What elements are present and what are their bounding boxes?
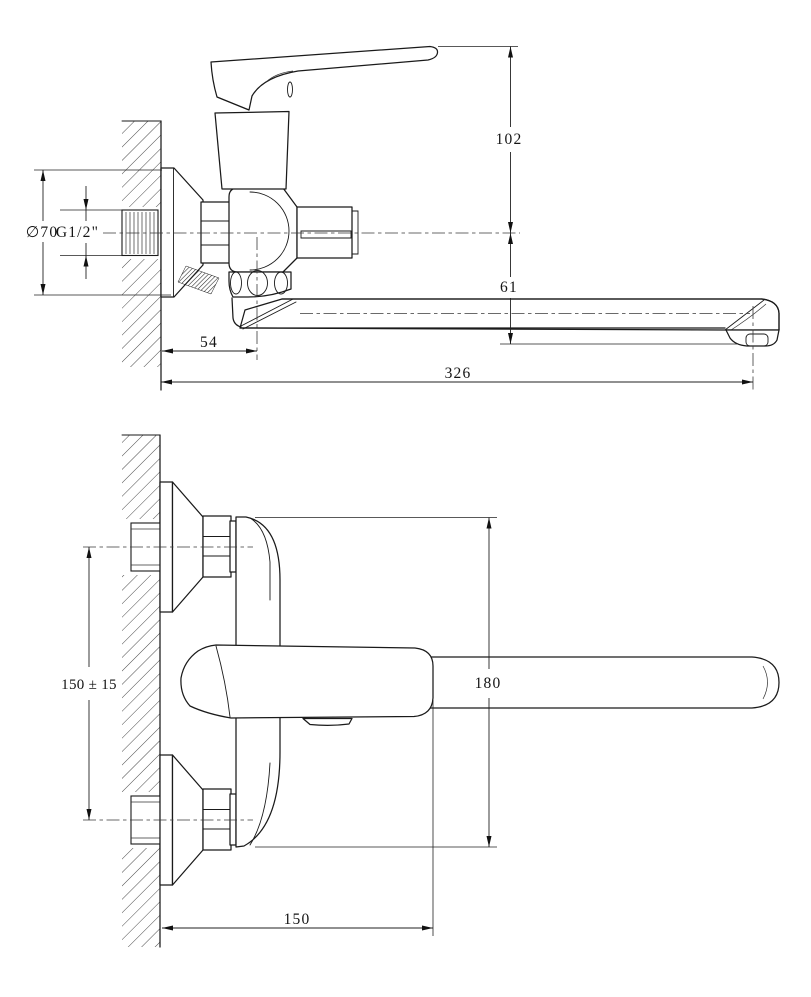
dim-wall-to-handle-150: 150 bbox=[162, 700, 434, 936]
side-view: 102 61 ∅70 G1/2 bbox=[26, 45, 780, 391]
dim-thread-g12: G1/2" bbox=[56, 186, 122, 279]
cartridge-side bbox=[296, 206, 359, 259]
wall-section-side bbox=[121, 120, 162, 391]
dim-wall-to-pivot-54: 54 bbox=[162, 334, 257, 354]
dim-label-61: 61 bbox=[500, 279, 518, 296]
spout-aerator bbox=[745, 333, 769, 347]
dim-handle-height-102: 102 bbox=[438, 46, 523, 233]
dim-label-150-15: 150 ± 15 bbox=[61, 677, 117, 693]
dim-mounting-centers-150-15: 150 ± 15 bbox=[61, 547, 117, 820]
handle-blade bbox=[210, 45, 439, 111]
escutcheon-side bbox=[160, 167, 220, 298]
dim-label-102: 102 bbox=[496, 131, 523, 148]
centerlines-plan bbox=[83, 546, 253, 821]
dim-label-dia70: ∅70 bbox=[26, 224, 59, 241]
mounting-nut bbox=[202, 788, 232, 851]
dim-depth-180: 180 bbox=[255, 517, 502, 848]
mounting-nut bbox=[202, 515, 232, 578]
wall-hatch bbox=[122, 121, 161, 207]
dim-label-g12: G1/2" bbox=[56, 224, 99, 241]
handle-column bbox=[214, 110, 290, 190]
handle-blade bbox=[180, 644, 434, 719]
swivel-collar-side bbox=[228, 270, 292, 298]
lever-handle-plan bbox=[180, 644, 434, 726]
spout-collar-tab bbox=[302, 717, 353, 726]
washer bbox=[229, 793, 237, 846]
dim-wall-to-spout-end-326: 326 bbox=[161, 365, 753, 385]
dim-label-54: 54 bbox=[200, 334, 218, 351]
wall-hatch bbox=[122, 575, 160, 792]
handle-crease bbox=[215, 645, 231, 718]
dim-axis-to-spout-61: 61 bbox=[500, 233, 737, 345]
spout-bracket bbox=[231, 297, 242, 328]
dim-flange-diameter-70: ∅70 bbox=[26, 169, 171, 296]
spout-side bbox=[231, 297, 780, 347]
washer bbox=[229, 520, 237, 573]
wall-hatch bbox=[122, 848, 160, 947]
body-dome-arc bbox=[249, 191, 290, 271]
dim-label-326: 326 bbox=[445, 365, 472, 382]
upper-inlet bbox=[130, 481, 237, 613]
spout-plan bbox=[419, 656, 780, 709]
knurl-ring bbox=[177, 265, 220, 295]
centerlines-side bbox=[103, 232, 754, 390]
mixer-body-side bbox=[228, 187, 298, 273]
spout-tip-slant bbox=[724, 299, 765, 331]
plan-view: 150 ± 15 180 150 bbox=[61, 434, 780, 948]
dim-label-180: 180 bbox=[475, 675, 502, 692]
spout-tip-highlight bbox=[762, 665, 768, 700]
dim-label-150: 150 bbox=[284, 911, 311, 928]
wall-hatch bbox=[122, 435, 160, 519]
wall-section-plan bbox=[121, 434, 161, 948]
wall-hatch bbox=[122, 259, 161, 367]
lever-handle-side bbox=[210, 45, 439, 190]
